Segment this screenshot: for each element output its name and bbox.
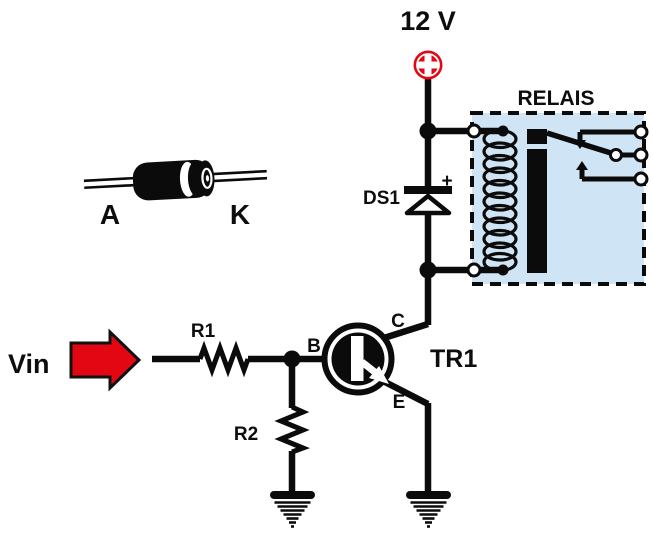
cathode-label: K <box>230 199 250 230</box>
transistor-base-bar <box>351 336 364 381</box>
diode-label: DS1 <box>363 188 400 209</box>
relay-armature <box>527 129 547 144</box>
junction-dot <box>419 122 437 140</box>
supply-terminal: 12 V <box>400 6 456 80</box>
input-arrow-icon <box>69 328 142 392</box>
resistor-zigzag <box>274 404 310 455</box>
diode-plus-label: + <box>441 171 452 192</box>
relay-coil-icon <box>482 128 518 273</box>
ground-symbol-r2 <box>270 491 315 528</box>
r1-label: R1 <box>191 321 216 342</box>
flyback-diode-symbol: DS1 + <box>363 171 453 216</box>
ground-symbol-emitter <box>406 491 451 528</box>
emitter-label: E <box>393 392 406 413</box>
no-contact-arrow <box>576 161 588 170</box>
collector-label: C <box>391 311 405 332</box>
coil-terminal-dot <box>497 125 509 137</box>
diode-triangle <box>404 193 452 216</box>
r2-label: R2 <box>234 424 258 445</box>
switch-pivot <box>609 148 623 162</box>
supply-label: 12 V <box>400 6 456 36</box>
relay-pins <box>466 123 649 278</box>
relay-label: RELAIS <box>517 87 594 110</box>
switch-lever <box>546 130 615 157</box>
junction-dot <box>419 261 437 279</box>
coil-terminal-dot <box>497 264 509 276</box>
transistor-label: TR1 <box>430 345 477 373</box>
wires <box>152 79 503 492</box>
vin-label: Vin <box>8 349 50 379</box>
diode-package-illustration: A K <box>83 159 268 230</box>
base-label: B <box>307 336 321 357</box>
resistor-r2: R2 <box>234 404 310 455</box>
emitter-arrow <box>369 366 389 384</box>
transistor-symbol: B C E TR1 <box>307 311 477 413</box>
junction-dot <box>283 350 301 368</box>
resistor-r1: R1 <box>191 321 251 378</box>
relay-core <box>527 149 547 273</box>
relay-module: RELAIS <box>470 87 646 286</box>
anode-label: A <box>100 199 120 230</box>
resistor-zigzag <box>197 340 251 378</box>
input-section: Vin <box>8 328 142 392</box>
